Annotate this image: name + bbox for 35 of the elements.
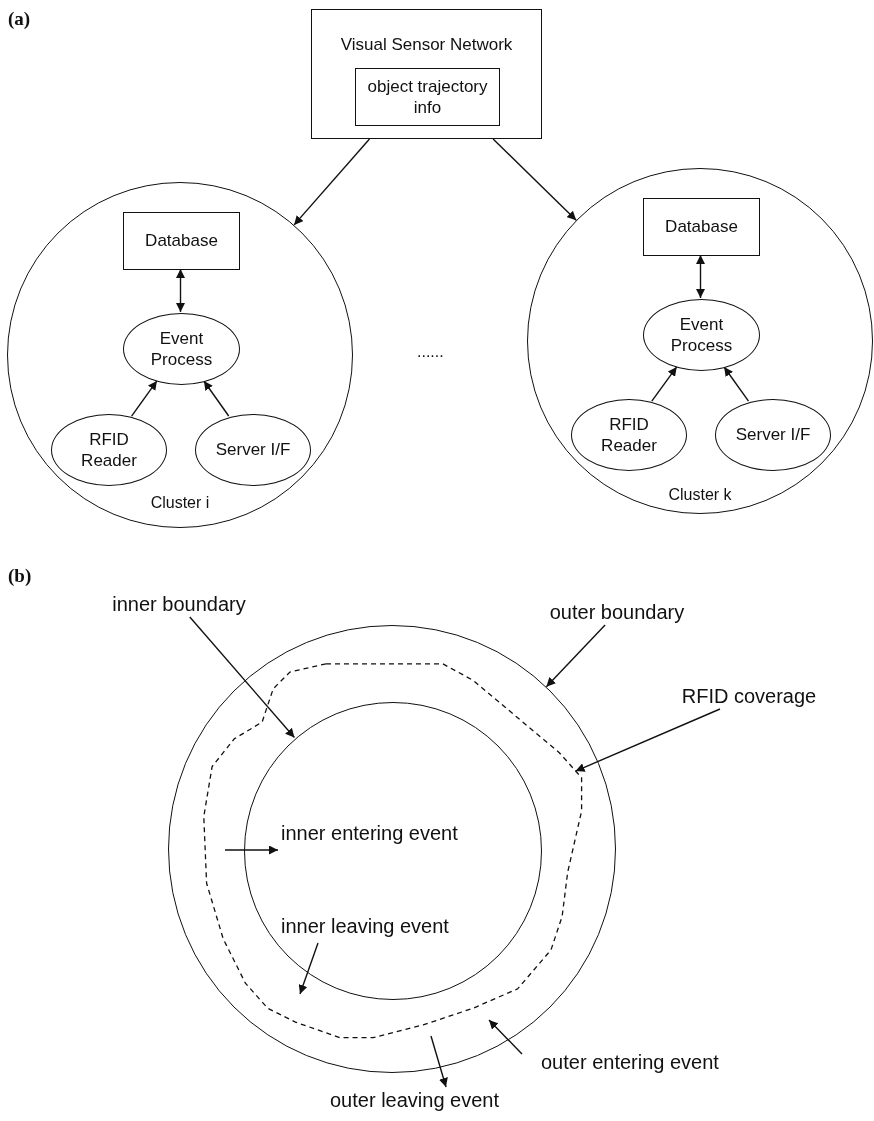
callout-text: RFID coverage bbox=[663, 684, 835, 709]
panel-label: (b) bbox=[8, 565, 32, 587]
arrow bbox=[696, 254, 705, 299]
arrow bbox=[651, 366, 678, 402]
cluster-title: Cluster k bbox=[668, 485, 732, 505]
text-label: ...... bbox=[417, 343, 444, 361]
process-ellipse: Event Process bbox=[643, 299, 760, 371]
arrow bbox=[176, 268, 185, 313]
arrow bbox=[492, 138, 577, 221]
leader-line bbox=[189, 616, 296, 739]
process-ellipse: Server I/F bbox=[715, 399, 831, 471]
process-box bbox=[311, 9, 542, 139]
text-label: outer entering event bbox=[541, 1051, 719, 1074]
arrow bbox=[130, 380, 158, 417]
leader-line bbox=[545, 624, 606, 688]
process-box: object trajectory info bbox=[355, 68, 500, 126]
text-label: inner entering event bbox=[281, 822, 458, 845]
callout-text: outer boundary bbox=[532, 600, 702, 625]
leader-line bbox=[574, 708, 721, 772]
callout-text: inner boundary bbox=[94, 592, 264, 617]
box-title: Visual Sensor Network bbox=[340, 34, 513, 56]
panel-label: (a) bbox=[8, 8, 31, 30]
process-box: Database bbox=[643, 198, 760, 256]
arrow bbox=[293, 138, 371, 226]
process-ellipse: Event Process bbox=[123, 313, 240, 385]
coverage-outline bbox=[204, 663, 583, 1039]
arrow bbox=[723, 366, 750, 402]
process-ellipse: Server I/F bbox=[195, 414, 311, 486]
process-box: Database bbox=[123, 212, 240, 270]
process-ellipse: RFID Reader bbox=[571, 399, 687, 471]
process-ellipse: RFID Reader bbox=[51, 414, 167, 486]
text-label: inner leaving event bbox=[281, 915, 449, 938]
arrow bbox=[203, 380, 230, 417]
text-label: outer leaving event bbox=[330, 1089, 499, 1112]
cluster-title: Cluster i bbox=[150, 493, 210, 513]
